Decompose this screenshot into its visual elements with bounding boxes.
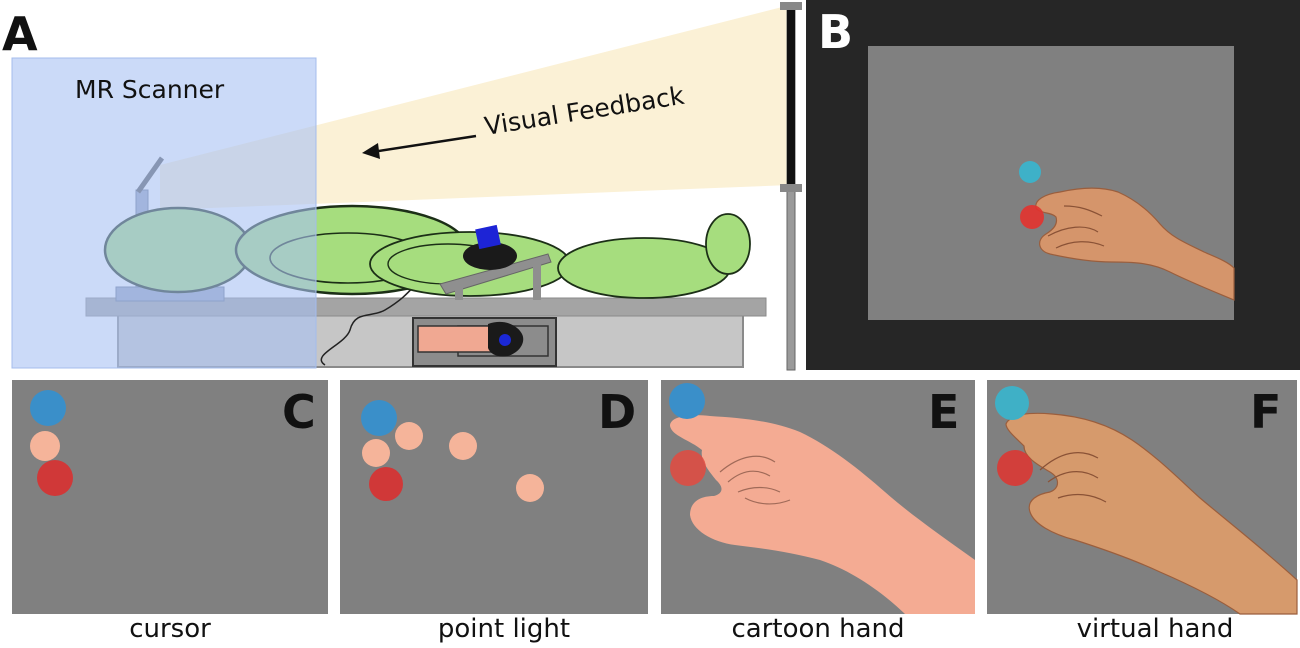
legs (557, 237, 731, 299)
cursor-dot-c (37, 460, 73, 496)
caption-virtual-hand: virtual hand (1076, 614, 1234, 644)
feedback-arrow (371, 134, 477, 154)
cartoon-hand-creases (719, 455, 791, 505)
pole-top-clamp (780, 2, 802, 10)
feet (705, 213, 751, 275)
point-light-c (30, 431, 60, 461)
point-light-d-1 (395, 422, 423, 450)
point-light-d-3 (449, 432, 477, 460)
motion-sensor (463, 242, 517, 270)
caption-cartoon-hand: cartoon hand (731, 614, 905, 644)
virtual-hand-creases (1039, 452, 1107, 503)
ramp-leg-left (455, 288, 463, 300)
target-dot-d (361, 400, 397, 436)
sensor-cap (475, 224, 501, 250)
panel-letter-b: B (818, 5, 853, 59)
virtual-hand-b (1035, 187, 1235, 301)
pole-mid-clamp (780, 184, 802, 192)
point-light-d-2 (362, 439, 390, 467)
target-dot-c (30, 390, 66, 426)
panel-e: E (661, 380, 975, 614)
panel-c-screen (12, 380, 328, 614)
ramp-leg-right (533, 262, 541, 300)
panel-b: B (806, 0, 1300, 370)
panel-letter-a: A (2, 7, 38, 61)
glove-marker (499, 334, 511, 346)
mr-scanner-bore (11, 57, 317, 369)
point-light-d-4 (516, 474, 544, 502)
panel-a: MR Scanner Visual Feedback A (2, 2, 802, 371)
panel-d: D (340, 380, 648, 614)
mr-scanner-label: MR Scanner (75, 75, 225, 104)
caption-point-light: point light (437, 614, 571, 644)
screen-surface (787, 8, 795, 186)
caption-cursor: cursor (129, 614, 211, 644)
feedback-arrowhead (362, 143, 380, 159)
cursor-dot-d (369, 467, 403, 501)
target-dot-e (669, 383, 705, 419)
panel-c: C (12, 380, 328, 614)
panel-letter-f: F (1250, 385, 1281, 439)
panel-letter-d: D (598, 385, 636, 439)
cartoon-hand (670, 415, 975, 614)
hand-creases-b (1047, 205, 1105, 249)
cursor-dot-e (670, 450, 706, 486)
panel-letter-c: C (282, 385, 316, 439)
panel-letter-e: E (928, 385, 959, 439)
hand-cursor-red (1020, 205, 1044, 229)
forearm (417, 325, 493, 353)
projection-beam (160, 5, 790, 210)
cursor-sphere-f (997, 450, 1033, 486)
panel-f: F (987, 380, 1298, 615)
monitor-screen (868, 46, 1234, 320)
target-sphere-f (995, 386, 1029, 420)
target-sphere (1019, 161, 1041, 183)
